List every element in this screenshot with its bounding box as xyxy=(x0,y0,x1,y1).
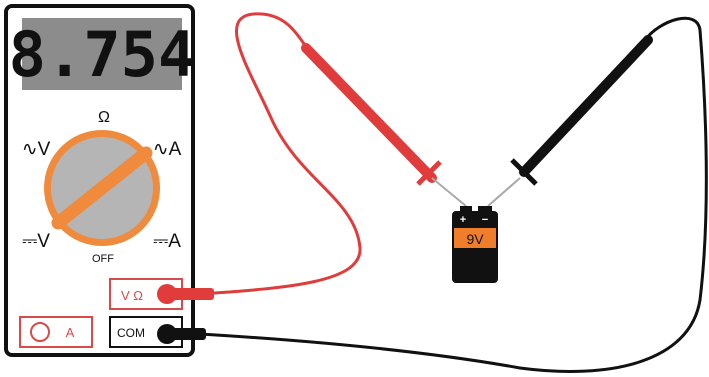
jack-amps-label: A xyxy=(66,325,75,340)
battery-plus-label: + xyxy=(460,214,466,226)
dial-label-ac-amps: ∿A xyxy=(153,139,182,160)
battery-minus-label: − xyxy=(482,214,488,226)
black-lead-wire xyxy=(199,16,708,373)
dial-label-dc-amps: ⎓A xyxy=(153,231,181,252)
dial-pointer xyxy=(51,146,153,230)
black-probe-tip xyxy=(487,177,521,207)
battery-terminal-negative xyxy=(478,206,492,212)
lcd-reading: 8.754 xyxy=(9,18,196,91)
dial-label-ac-volts: ∿V xyxy=(22,139,51,160)
jack-volt-ohm-box xyxy=(109,278,183,310)
red-probe-handle xyxy=(301,43,437,183)
black-plug-tip xyxy=(157,324,177,344)
red-lead-wire xyxy=(199,12,362,296)
red-test-lead[interactable] xyxy=(157,12,467,304)
jack-amps-socket[interactable] xyxy=(30,322,50,342)
lcd-display xyxy=(22,18,182,90)
red-plug-tip xyxy=(157,284,177,304)
jack-com-label: COM xyxy=(117,326,145,340)
dial-label-ohm: Ω xyxy=(98,109,110,126)
red-probe-guard xyxy=(416,160,442,186)
red-plug-body xyxy=(172,288,214,300)
red-probe-tip xyxy=(431,177,467,207)
jack-volt-ohm-label: V Ω xyxy=(121,288,143,303)
battery-terminal-positive xyxy=(460,206,472,212)
battery-9v: + − 9V xyxy=(452,206,498,283)
black-probe-guard xyxy=(510,158,538,186)
battery-voltage-label: 9V xyxy=(466,231,484,247)
dial-label-off: OFF xyxy=(92,253,114,265)
battery-stripe xyxy=(454,228,496,248)
rotary-dial[interactable] xyxy=(44,130,160,246)
black-plug-body xyxy=(172,328,206,340)
dial-label-dc-volts: ⎓V xyxy=(22,231,50,252)
black-probe-handle xyxy=(519,35,653,177)
black-test-lead[interactable] xyxy=(157,16,708,373)
